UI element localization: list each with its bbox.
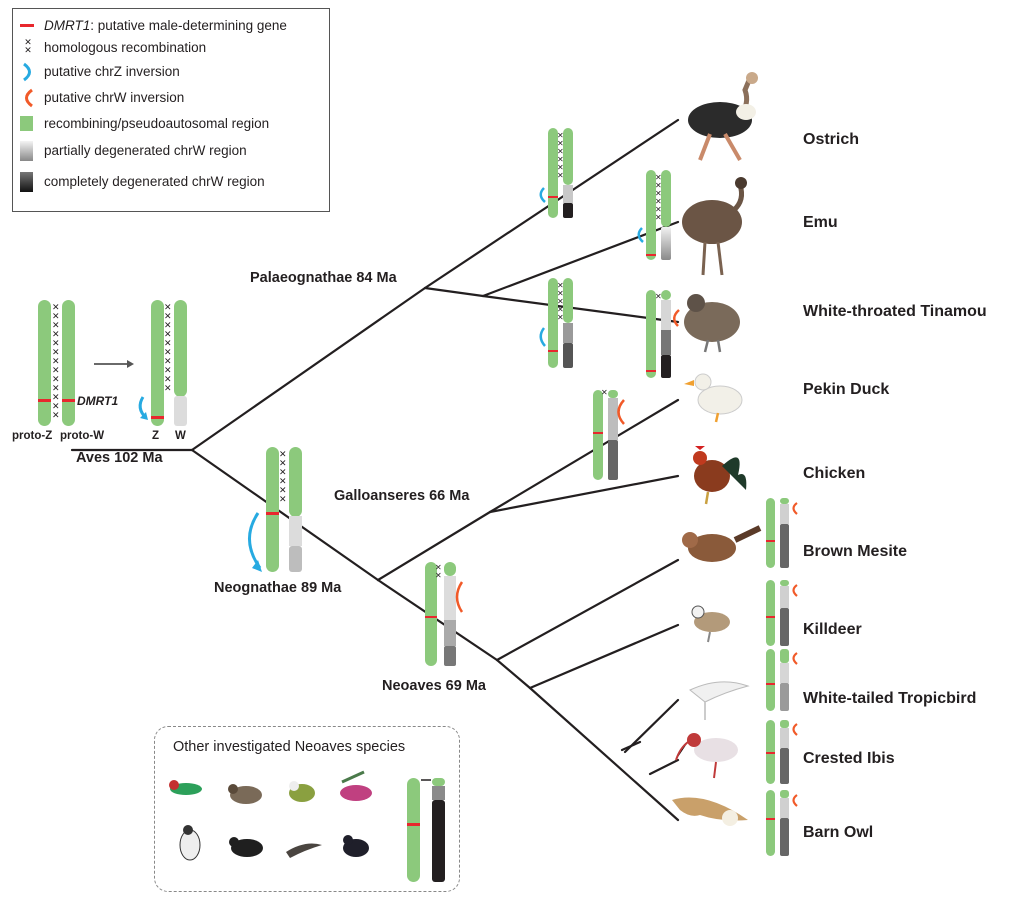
emu-icon: [682, 177, 747, 275]
other-neoaves-title: Other investigated Neoaves species: [173, 739, 405, 755]
recombination-cross-icon: ✕✕: [17, 38, 39, 56]
palaeognath-ancestor-chromosomes: ✕✕✕ ✕✕✕: [541, 128, 573, 218]
w-chromosome-ancestral: [174, 300, 187, 426]
owl-chromosomes: [766, 790, 797, 856]
legend-row-recombination: ✕✕ homologous recombination: [17, 37, 206, 57]
dmrt-marker-icon: [17, 16, 39, 34]
ibis-chromosomes: [766, 720, 797, 784]
other-neoaves-box: Other investigated Neoaves species: [154, 726, 460, 892]
label-z: Z: [152, 430, 159, 442]
killdeer-chromosomes: [766, 580, 797, 646]
svg-text:✕: ✕: [557, 313, 564, 322]
svg-text:✕: ✕: [435, 571, 442, 580]
legend-row-dmrt: DMRT1: putative male-determining gene: [17, 15, 287, 35]
legend-recombination: homologous recombination: [44, 40, 206, 55]
recombination-marks-proto: ✕✕✕ ✕✕✕ ✕✕✕ ✕✕✕ ✕: [52, 303, 60, 421]
node-label-aves: Aves 102 Ma: [76, 450, 163, 466]
species-label-ostrich: Ostrich: [803, 131, 859, 149]
legend-z-inversion: putative chrZ inversion: [44, 64, 180, 79]
label-w: W: [175, 430, 186, 442]
neoaves-ancestor-chromosomes: ✕✕: [425, 562, 462, 666]
species-label-killdeer: Killdeer: [803, 621, 862, 639]
node-label-neognathae: Neognathae 89 Ma: [214, 580, 341, 596]
legend: DMRT1: putative male-determining gene ✕✕…: [12, 8, 330, 212]
mesite-chromosomes: [766, 498, 797, 568]
legend-partial: partially degenerated chrW region: [44, 143, 247, 158]
owl-icon: [672, 798, 748, 827]
proto-w-chromosome: [62, 300, 75, 426]
legend-row-complete: completely degenerated chrW region: [17, 171, 265, 191]
legend-dmrt-gene: DMRT1: [44, 18, 90, 33]
tinamou-ancestor-chromosomes: ✕✕✕ ✕✕: [541, 278, 573, 368]
proto-z-chromosome: [38, 300, 51, 426]
label-proto-z: proto-Z: [12, 430, 52, 442]
killdeer-icon: [692, 606, 730, 642]
tinamou-chromosomes: ✕: [646, 290, 679, 378]
species-label-duck: Pekin Duck: [803, 381, 889, 399]
species-label-ibis: Crested Ibis: [803, 750, 895, 768]
ostrich-icon: [688, 72, 758, 160]
legend-complete: completely degenerated chrW region: [44, 174, 265, 189]
legend-pseudoautosomal: recombining/pseudoautosomal region: [44, 116, 269, 131]
branch-palaeognathae: [192, 288, 425, 450]
legend-row-w-inversion: putative chrW inversion: [17, 87, 184, 107]
species-label-tropicbird: White-tailed Tropicbird: [803, 690, 976, 708]
tinamou-icon: [684, 294, 740, 352]
tropicbird-chromosomes: [766, 649, 797, 711]
species-label-emu: Emu: [803, 214, 838, 232]
ibis-icon: [676, 733, 738, 778]
tree-branches: [72, 120, 678, 820]
partial-gradient-swatch-icon: [17, 141, 39, 159]
duck-icon: [684, 374, 742, 422]
species-label-tinamou: White-throated Tinamou: [803, 303, 987, 321]
species-label-owl: Barn Owl: [803, 824, 873, 842]
label-dmrt1: DMRT1: [77, 394, 118, 408]
node-label-neoaves: Neoaves 69 Ma: [382, 678, 486, 694]
svg-text:✕: ✕: [52, 411, 60, 421]
species-label-chicken: Chicken: [803, 465, 865, 483]
svg-text:✕: ✕: [557, 171, 564, 180]
emu-chromosomes: ✕✕✕ ✕✕✕: [639, 170, 671, 260]
neognathae-chromosomes: ✕✕✕ ✕✕✕: [249, 447, 302, 572]
label-proto-w: proto-W: [60, 430, 104, 442]
svg-text:✕: ✕: [279, 495, 287, 505]
tropicbird-icon: [690, 682, 748, 720]
mesite-icon: [682, 528, 760, 562]
legend-row-z-inversion: putative chrZ inversion: [17, 61, 180, 81]
node-label-galloanseres: Galloanseres 66 Ma: [334, 488, 469, 504]
svg-text:✕: ✕: [655, 292, 662, 301]
complete-gradient-swatch-icon: [17, 172, 39, 190]
svg-text:✕: ✕: [164, 384, 172, 394]
legend-dmrt-desc: : putative male-determining gene: [90, 18, 287, 33]
legend-w-inversion: putative chrW inversion: [44, 90, 184, 105]
svg-text:✕: ✕: [655, 213, 662, 222]
node-label-palaeognathae: Palaeognathae 84 Ma: [250, 270, 397, 286]
legend-row-partial: partially degenerated chrW region: [17, 140, 247, 160]
z-inversion-arrow-icon: [17, 62, 39, 80]
w-inversion-arrow-icon: [17, 88, 39, 106]
chicken-icon: [693, 446, 746, 504]
svg-text:✕: ✕: [601, 388, 608, 397]
species-label-mesite: Brown Mesite: [803, 543, 907, 561]
green-swatch-icon: [17, 114, 39, 132]
z-chromosome-ancestral: [151, 300, 164, 426]
legend-row-pseudoautosomal: recombining/pseudoautosomal region: [17, 113, 269, 133]
